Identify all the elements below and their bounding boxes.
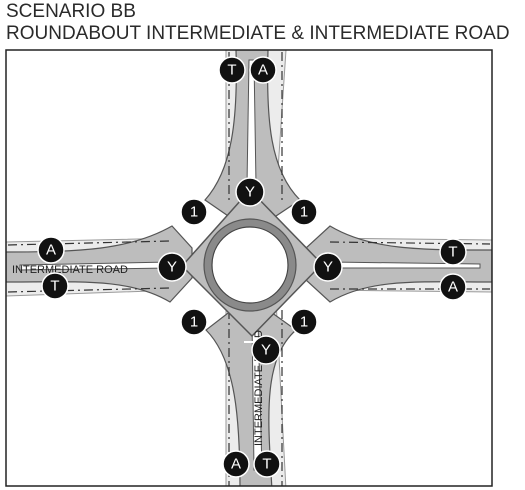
svg-text:A: A	[448, 279, 458, 296]
west-through-marker: T	[41, 272, 69, 300]
svg-text:Y: Y	[167, 259, 177, 276]
west-arrival-marker: A	[37, 236, 65, 264]
north-through-marker: T	[218, 56, 246, 84]
svg-text:1: 1	[300, 314, 308, 331]
diagram-frame	[5, 49, 493, 487]
svg-text:Y: Y	[261, 342, 271, 359]
scenario-subtitle: ROUNDABOUT INTERMEDIATE & INTERMEDIATE R…	[6, 23, 510, 44]
scenario-title: SCENARIO BB	[6, 1, 136, 22]
central-island	[211, 226, 289, 304]
northeast-lane-marker: 1	[290, 198, 318, 226]
svg-text:T: T	[262, 456, 271, 473]
svg-text:1: 1	[190, 314, 198, 331]
svg-text:Y: Y	[323, 259, 333, 276]
northwest-lane-marker: 1	[180, 198, 208, 226]
east-through-marker: T	[439, 238, 467, 266]
east-yield-marker: Y	[313, 252, 343, 282]
svg-text:T: T	[227, 62, 236, 79]
east-arrival-marker: A	[439, 273, 467, 301]
south-through-marker: T	[253, 450, 281, 478]
svg-text:T: T	[448, 244, 457, 261]
north-arrival-marker: A	[249, 56, 277, 84]
svg-text:Y: Y	[245, 184, 255, 201]
west-road-label: INTERMEDIATE ROAD	[12, 264, 128, 276]
svg-text:A: A	[46, 242, 56, 259]
west-yield-marker: Y	[157, 252, 187, 282]
svg-text:1: 1	[190, 204, 198, 221]
svg-text:1: 1	[300, 204, 308, 221]
southeast-lane-marker: 1	[290, 308, 318, 336]
south-arrival-marker: A	[222, 450, 250, 478]
svg-text:T: T	[50, 278, 59, 295]
north-yield-marker: Y	[235, 177, 265, 207]
svg-text:A: A	[231, 456, 241, 473]
svg-text:A: A	[258, 62, 268, 79]
southwest-lane-marker: 1	[180, 308, 208, 336]
south-yield-marker: Y	[251, 335, 281, 365]
